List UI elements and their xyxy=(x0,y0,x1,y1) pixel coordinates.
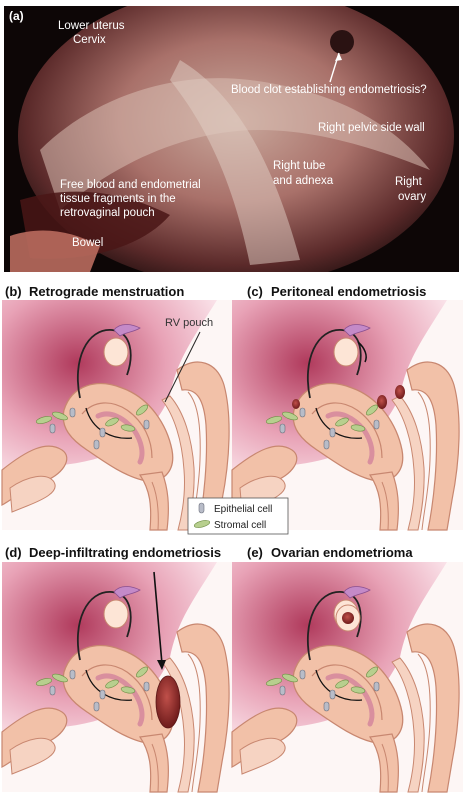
panel-c-letter: (c) xyxy=(247,284,263,299)
endometrioma-cyst xyxy=(342,612,354,624)
label-right-tube: Right tube xyxy=(273,160,325,172)
epithelial-cell-icon xyxy=(199,503,204,513)
panel-c-diagram xyxy=(232,300,463,530)
photo-panel-letter: (a) xyxy=(9,9,24,23)
panel-e-title: Ovarian endometrioma xyxy=(271,545,413,560)
panel-b-title: Retrograde menstruation xyxy=(29,284,184,299)
label-pelvic-side-wall: Right pelvic side wall xyxy=(318,122,425,134)
label-free-blood-line2: tissue fragments in the xyxy=(60,193,176,205)
panel-b-letter: (b) xyxy=(5,284,22,299)
legend-stromal: Stromal cell xyxy=(214,520,266,531)
label-cervix: Cervix xyxy=(73,34,106,46)
panel-e-diagram xyxy=(232,562,463,792)
label-and-adnexa: and adnexa xyxy=(273,175,334,187)
panel-d-title: Deep-infiltrating endometriosis xyxy=(29,545,221,560)
panel-c-title: Peritoneal endometriosis xyxy=(271,284,426,299)
legend: Epithelial cell Stromal cell xyxy=(188,498,288,534)
laparoscopy-photo: (a) Lower uterus Cervix Blood clot estab… xyxy=(4,0,459,286)
label-bowel: Bowel xyxy=(72,237,103,249)
panel-e-letter: (e) xyxy=(247,545,263,560)
label-ovary: ovary xyxy=(398,191,426,203)
panel-d-diagram xyxy=(2,562,233,792)
label-free-blood-line3: retrovaginal pouch xyxy=(60,207,155,219)
deep-lesion xyxy=(156,676,180,728)
legend-epithelial: Epithelial cell xyxy=(214,504,272,515)
label-right: Right xyxy=(395,176,423,188)
panel-d-letter: (d) xyxy=(5,545,22,560)
peritoneal-lesion xyxy=(292,399,300,409)
label-free-blood-line1: Free blood and endometrial xyxy=(60,179,201,191)
label-lower-uterus: Lower uterus xyxy=(58,20,125,32)
callout-rv-pouch: RV pouch xyxy=(165,317,213,329)
peritoneal-lesion xyxy=(395,385,405,399)
peritoneal-lesion xyxy=(377,395,387,409)
label-blood-clot: Blood clot establishing endometriosis? xyxy=(231,84,427,96)
